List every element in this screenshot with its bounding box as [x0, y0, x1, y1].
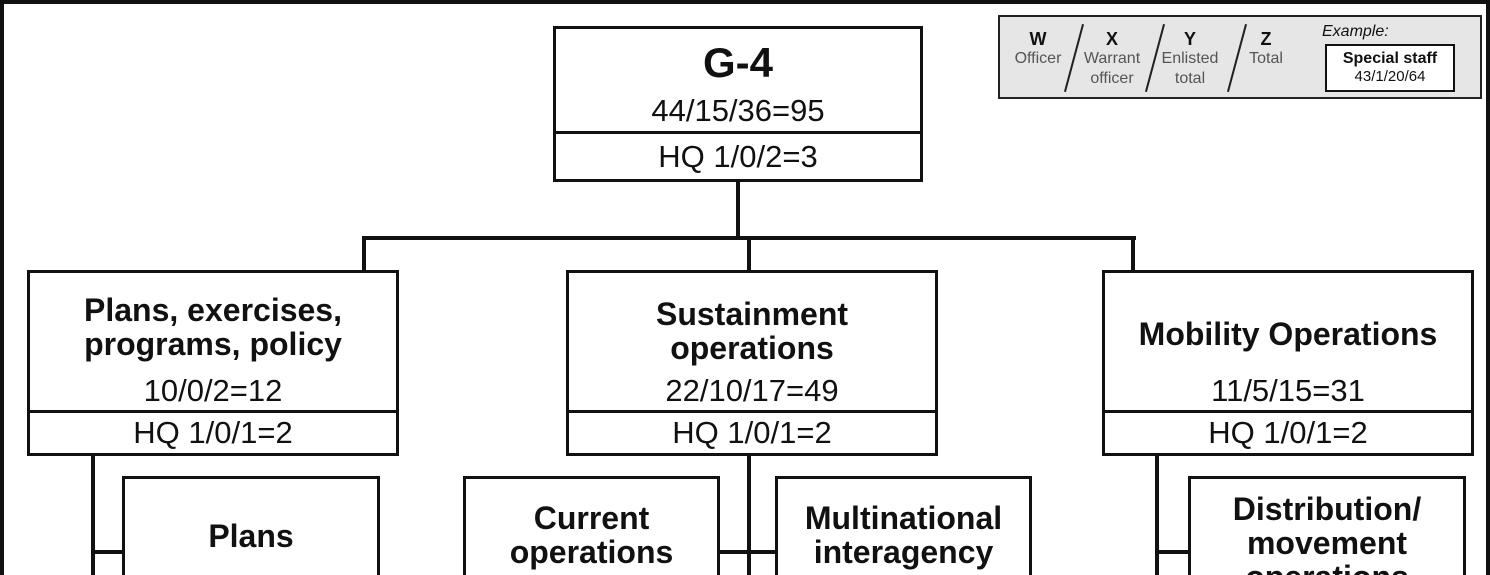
- root-counts: 44/15/36=95: [651, 93, 825, 128]
- legend-warrant-officer: X Warrant officer: [1083, 29, 1141, 87]
- root-hq: HQ 1/0/2=3: [553, 131, 923, 182]
- legend-enlisted-total: Y Enlisted total: [1161, 29, 1219, 87]
- branch-mobility-operations: Mobility Operations 11/5/15=31: [1102, 270, 1474, 414]
- legend-example-counts: 43/1/20/64: [1354, 68, 1426, 85]
- branch-sustainment-operations: Sustainment operations 22/10/17=49: [566, 270, 938, 414]
- root-title: G-4: [702, 39, 773, 86]
- connector-current-ops-horizontal: [716, 550, 751, 554]
- legend-officer: W Officer: [1014, 29, 1062, 67]
- branch-counts: 11/5/15=31: [1211, 373, 1365, 408]
- branch-hq: HQ 1/0/1=2: [27, 410, 399, 456]
- subunit-title: operations: [1191, 560, 1463, 575]
- legend-example-title: Special staff: [1342, 50, 1438, 67]
- branch-plans-exercises: Plans, exercises, programs, policy 10/0/…: [27, 270, 399, 414]
- subunit-title: interagency: [813, 534, 994, 570]
- connector-to-plans-exercises: [362, 236, 366, 276]
- connector-multinational-horizontal: [747, 550, 779, 554]
- legend: W Officer X Warrant officer Y Enlisted t…: [998, 15, 1482, 99]
- subunit-distribution-movement: Distribution/ movement operations: [1188, 476, 1466, 575]
- connector-root-down: [736, 179, 740, 239]
- connector-sustainment-vertical: [747, 452, 751, 575]
- legend-total: Z Total: [1249, 29, 1283, 67]
- branch-title: Sustainment operations: [655, 296, 849, 366]
- subunit-multinational-interagency: Multinational interagency: [775, 476, 1032, 575]
- legend-example-box: Special staff 43/1/20/64: [1325, 44, 1455, 92]
- branch-hq: HQ 1/0/1=2: [1102, 410, 1474, 456]
- branch-counts: 10/0/2=12: [143, 373, 283, 408]
- subunit-title: Distribution/: [1232, 491, 1422, 527]
- branch-hq: HQ 1/0/1=2: [566, 410, 938, 456]
- subunit-title: Plans: [208, 518, 294, 554]
- connector-mobility-vertical: [1155, 452, 1159, 575]
- subunit-plans: Plans: [122, 476, 380, 575]
- subunit-title: Current: [533, 500, 650, 536]
- connector-to-sustainment: [747, 236, 751, 276]
- connector-plans-horizontal: [91, 550, 127, 554]
- subunit-title: Multinational: [804, 500, 1003, 536]
- subunit-title: operations: [509, 534, 674, 570]
- connector-to-mobility: [1131, 236, 1135, 276]
- branch-counts: 22/10/17=49: [665, 373, 839, 408]
- connector-plans-vertical: [91, 452, 95, 575]
- branch-title: Mobility Operations: [1138, 316, 1438, 352]
- connector-distribution-horizontal: [1155, 550, 1192, 554]
- root-node-g4: G-4 44/15/36=95: [553, 26, 923, 134]
- legend-example-label: Example:: [1322, 23, 1389, 40]
- subunit-current-operations: Current operations: [463, 476, 720, 575]
- branch-title: Plans, exercises, programs, policy: [84, 292, 342, 362]
- subunit-title: movement: [1246, 525, 1408, 561]
